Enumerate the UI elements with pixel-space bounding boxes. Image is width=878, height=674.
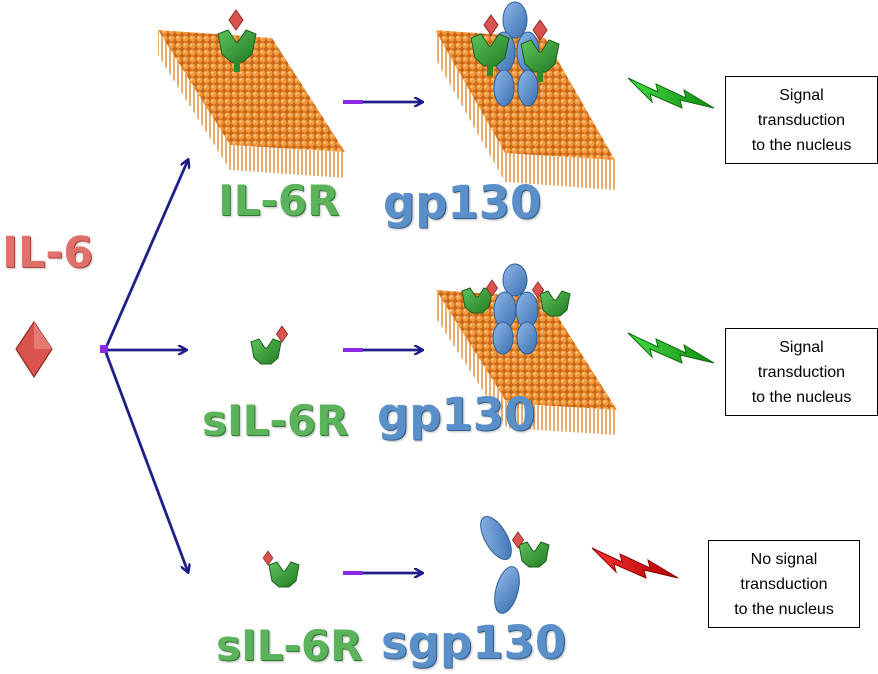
result-line: to the nucleus	[734, 600, 834, 618]
receptor-label-row2: sIL-6R	[202, 396, 349, 445]
result-box-row2: Signal transduction to the nucleus	[725, 328, 878, 416]
result-line: transduction	[740, 575, 828, 593]
result-line: to the nucleus	[751, 388, 852, 406]
result-line: Signal	[779, 86, 824, 104]
il6-diamond-icon	[483, 14, 499, 36]
receptor-icon	[250, 338, 282, 365]
arrow-tails	[343, 100, 363, 575]
gp130-label-row2: gp130	[377, 388, 536, 441]
receptor-icon	[268, 561, 300, 588]
branch-arrows	[103, 160, 188, 572]
result-box-row3: No signal transduction to the nucleus	[708, 540, 860, 628]
result-line: transduction	[757, 111, 846, 129]
membrane-icon	[158, 30, 345, 178]
il6-diamond-icon	[275, 325, 289, 343]
lightning-icon	[591, 547, 679, 579]
il6-diamond-icon	[15, 320, 53, 379]
il6-label: IL-6	[2, 228, 94, 278]
process-arrows	[343, 102, 422, 573]
result-box-row1: Signal transduction to the nucleus	[725, 76, 878, 164]
il6-diamond-icon	[262, 550, 274, 566]
receptor-label-row1: IL-6R	[218, 176, 340, 225]
receptor-label-row3: sIL-6R	[216, 621, 363, 670]
gp130-icon	[492, 263, 539, 355]
lightning-icon	[627, 77, 715, 109]
il6-diamond-icon	[228, 9, 244, 31]
receptor-icon	[518, 541, 550, 568]
gp130-icon	[480, 516, 520, 614]
sgp130-label-row3: sgp130	[381, 616, 567, 669]
gp130-label-row1: gp130	[383, 176, 542, 229]
lightning-icon	[627, 332, 715, 364]
branch-point	[100, 345, 108, 353]
result-line: transduction	[757, 363, 846, 381]
result-line: No signal	[750, 550, 818, 568]
result-line: Signal	[779, 338, 824, 356]
result-line: to the nucleus	[751, 136, 852, 154]
